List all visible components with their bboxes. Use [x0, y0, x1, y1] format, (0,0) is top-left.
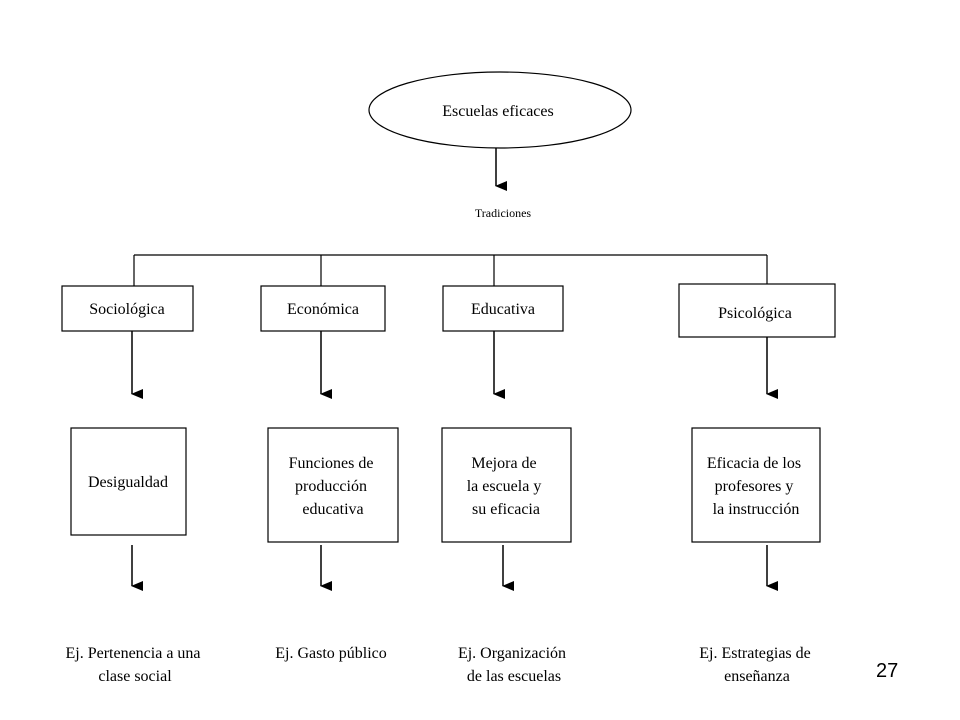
example-line: Ej. Organización [458, 645, 566, 662]
focus-line: educativa [302, 501, 363, 518]
root-ellipse [368, 71, 632, 149]
focus-line: su eficacia [472, 501, 540, 518]
focus-text-sociologica: Desigualdad [88, 474, 168, 491]
tradition-box-sociologica [61, 285, 194, 332]
tradition-box-psicologica [678, 283, 836, 338]
tradition-label-economica: Económica [287, 301, 359, 318]
example-text-sociologica: Ej. Pertenencia a una clase social [65, 645, 204, 685]
focus-box-economica [267, 427, 399, 543]
focus-text-economica: Funciones de producción educativa [289, 455, 378, 518]
focus-text-educativa: Mejora de la escuela y su eficacia [467, 455, 546, 518]
example-line: Ej. Pertenencia a una [65, 645, 200, 662]
example-line: clase social [98, 668, 172, 685]
example-text-psicologica: Ej. Estrategias de enseñanza [699, 645, 815, 685]
focus-box-educativa [441, 427, 572, 543]
focus-line: producción [295, 478, 367, 495]
example-line: Ej. Gasto público [275, 645, 387, 662]
focus-box-sociologica [70, 427, 187, 536]
tradition-box-educativa [442, 285, 564, 332]
tradition-label-sociologica: Sociológica [89, 301, 165, 318]
focus-line: la escuela y [467, 478, 542, 495]
slide-number: 27 [876, 660, 899, 682]
example-line: enseñanza [724, 668, 790, 685]
tradition-box-economica [260, 285, 386, 332]
example-text-educativa: Ej. Organización de las escuelas [458, 645, 570, 685]
focus-box-psicologica [691, 427, 821, 543]
example-text-economica: Ej. Gasto público [275, 645, 387, 662]
tradition-label-educativa: Educativa [471, 301, 535, 318]
focus-line: Mejora de [471, 455, 536, 472]
focus-text-psicologica: Eficacia de los profesores y la instrucc… [707, 455, 805, 518]
example-line: de las escuelas [467, 668, 561, 685]
root-label: Escuelas eficaces [442, 103, 553, 120]
connector-label: Tradiciones [475, 206, 532, 220]
example-line: Ej. Estrategias de [699, 645, 811, 662]
focus-line: profesores y [715, 478, 794, 495]
tradition-label-psicologica: Psicológica [718, 305, 792, 322]
focus-line: Funciones de [289, 455, 374, 472]
focus-line: la instrucción [713, 501, 800, 518]
focus-line: Desigualdad [88, 474, 168, 491]
focus-line: Eficacia de los [707, 455, 801, 472]
